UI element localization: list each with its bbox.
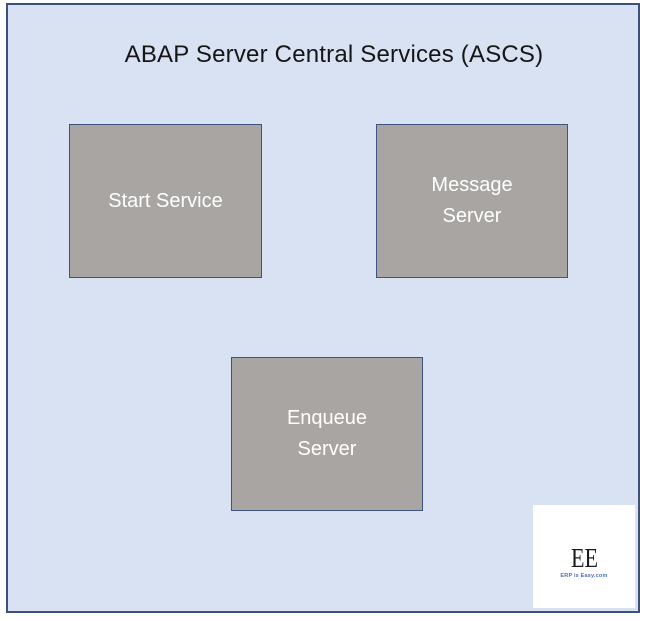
node-start-service: Start Service: [69, 124, 262, 278]
node-message-server: Message Server: [376, 124, 568, 278]
ascs-diagram-canvas: ABAP Server Central Services (ASCS) Star…: [6, 3, 640, 613]
logo-caption: ERP is Easy.com: [560, 572, 608, 579]
logo-badge: EE ERP is Easy.com: [533, 505, 635, 608]
node-enqueue-server-label: Enqueue Server: [286, 407, 368, 460]
node-enqueue-server: Enqueue Server: [231, 357, 423, 511]
logo-monogram: EE: [570, 542, 598, 573]
node-start-service-label: Start Service: [108, 189, 223, 212]
node-message-server-label: Message Server: [431, 174, 513, 227]
diagram-title: ABAP Server Central Services (ASCS): [124, 41, 544, 68]
